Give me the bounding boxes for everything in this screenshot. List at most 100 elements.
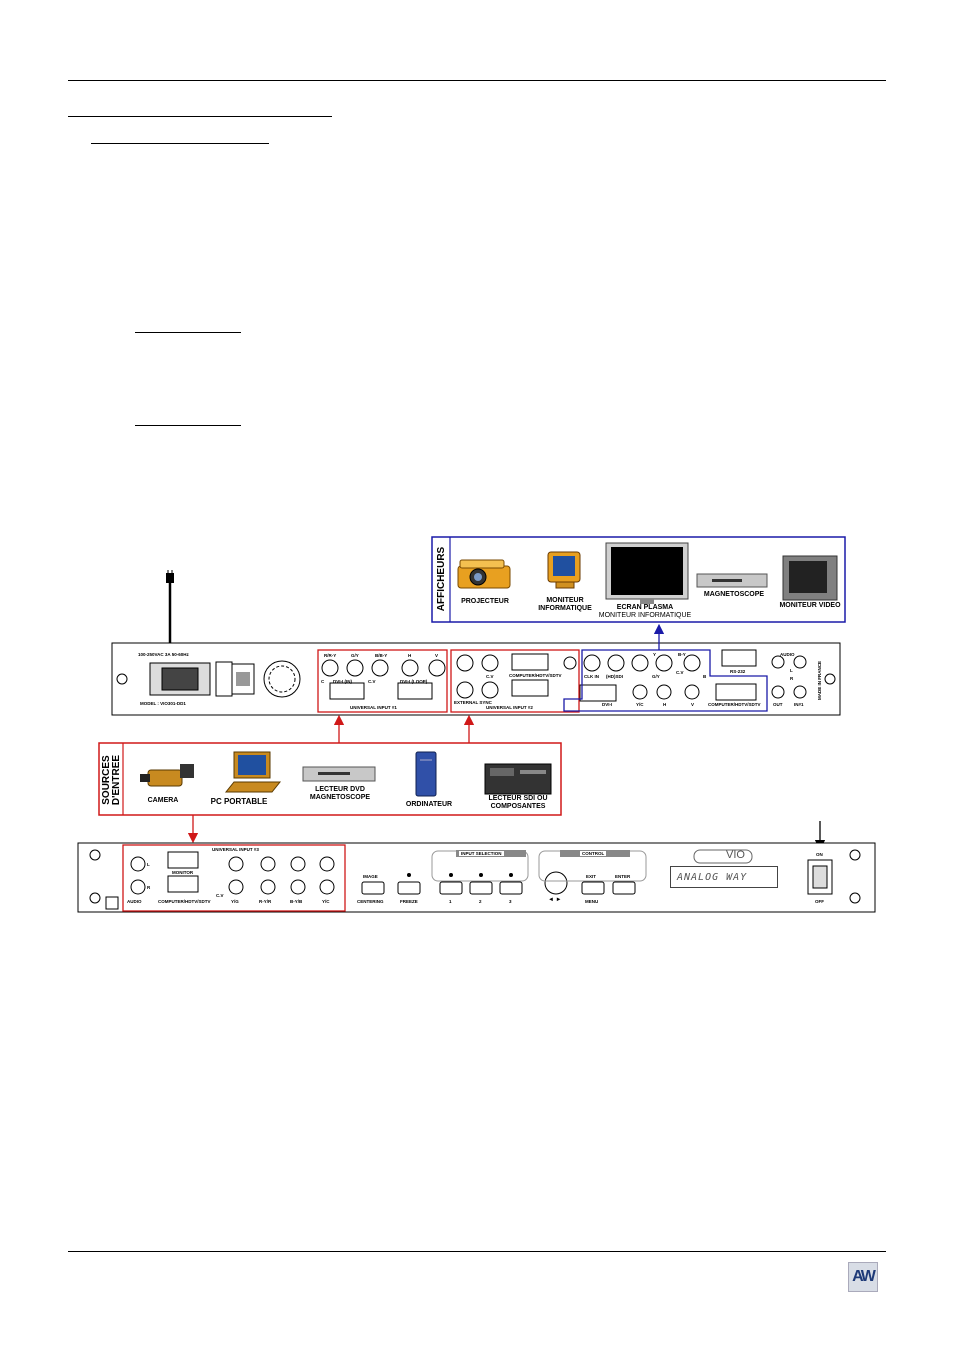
rear-output-gy: G/Y xyxy=(652,674,660,679)
front-off-label: OFF xyxy=(815,899,824,904)
rear-output-h: H xyxy=(663,702,667,707)
front-brand: VIO xyxy=(726,849,745,861)
sources-title-2: D'ENTREE xyxy=(111,754,122,806)
front-knob-label: ◄ ► xyxy=(548,897,562,903)
front-port-cv: C.V xyxy=(216,893,224,898)
display-label-plasma-2: MONITEUR INFORMATIQUE xyxy=(598,612,692,619)
image-centering-button[interactable] xyxy=(362,882,384,894)
source-label-dvd-1: LECTEUR DVD xyxy=(315,786,365,793)
rear-rs232-label: RS-232 xyxy=(730,669,746,674)
power-cable xyxy=(166,570,174,644)
front-input-btn-3-label: 3 xyxy=(509,899,512,904)
front-image-label: IMAGE xyxy=(363,874,378,879)
source-label-sdi-1: LECTEUR SDI OU xyxy=(488,795,548,802)
control-knob[interactable] xyxy=(545,872,567,894)
laptop-icon xyxy=(224,751,282,793)
rear-output-y: Y xyxy=(653,652,657,657)
dvd-player-icon xyxy=(302,766,376,782)
display-label-plasma-1: ECRAN PLASMA xyxy=(616,604,674,611)
rear-input1-sub-2: DVI-I (IN) xyxy=(333,679,352,684)
freeze-button[interactable] xyxy=(398,882,420,894)
display-label-monitor-1: MONITEUR xyxy=(546,597,584,604)
front-input-btn-1-label: 1 xyxy=(449,899,452,904)
rear-input2-port-3: EXTERNAL SYNC xyxy=(454,700,492,705)
exit-menu-button[interactable] xyxy=(582,882,604,894)
rear-input1-port-2: G/Y xyxy=(351,653,359,658)
rear-output-clkin: CLK IN xyxy=(584,674,599,679)
plasma-screen-icon xyxy=(605,542,689,604)
input1-frame xyxy=(317,649,448,713)
input3-frame xyxy=(122,844,346,912)
front-input3-label: UNIVERSAL INPUT #3 xyxy=(212,847,259,852)
rear-output-computer: COMPUTER/HDTV/SDTV xyxy=(708,702,761,707)
input-3-button[interactable] xyxy=(500,882,522,894)
display-label-video-monitor: MONITEUR VIDEO xyxy=(779,602,841,609)
source-label-camera: CAMERA xyxy=(147,797,179,804)
rear-input1-sub-4: DVI-I (LOOP) xyxy=(400,679,428,684)
front-centering-label: CENTERING xyxy=(357,899,384,904)
source-label-dvd-2: MAGNETOSCOPE xyxy=(309,794,371,801)
input-2-button[interactable] xyxy=(470,882,492,894)
heading-underline-4 xyxy=(135,425,241,426)
rear-audio-r: R xyxy=(790,676,794,681)
rear-power-label: 100-250VAC 3A 50-60Hz xyxy=(138,652,189,657)
rear-input1-port-5: V xyxy=(435,653,439,658)
front-lcd-display: ANALOG WAY xyxy=(670,866,778,888)
front-enter-label: ENTER xyxy=(615,874,631,879)
rear-output-yc: Y/C xyxy=(636,702,644,707)
display-label-monitor-2: INFORMATIQUE xyxy=(538,605,592,612)
video-monitor-icon xyxy=(782,555,838,601)
rear-input1-sub-1: C xyxy=(321,679,325,684)
rear-audio-in1: IN#1 xyxy=(794,702,804,707)
footer-rule xyxy=(68,1251,886,1252)
rear-output-sdi: (HD)SDI xyxy=(606,674,623,679)
outputs-frame xyxy=(563,649,768,712)
projector-icon xyxy=(457,559,511,589)
rear-panel xyxy=(111,642,841,716)
rear-output-dvi: DVI-I xyxy=(602,702,613,707)
front-exit-label: EXIT xyxy=(586,874,597,879)
rear-audio-l: L xyxy=(790,668,793,673)
header-rule xyxy=(68,80,886,81)
rear-model-label: MODEL : VIO301-DD1 xyxy=(140,701,186,706)
computer-monitor-icon xyxy=(547,551,581,589)
heading-underline-1 xyxy=(68,116,332,117)
enter-button[interactable] xyxy=(613,882,635,894)
display-label-vcr: MAGNETOSCOPE xyxy=(703,591,765,598)
source-label-computer: ORDINATEUR xyxy=(405,801,453,808)
displays-title: AFFICHEURS xyxy=(436,546,447,612)
rear-input1-sub-3: C.V xyxy=(368,679,376,684)
rear-input1-port-3: B/B-Y xyxy=(375,653,388,658)
rear-input1-label: UNIVERSAL INPUT #1 xyxy=(350,705,397,710)
company-logo: AW xyxy=(848,1262,878,1292)
front-freeze-label: FREEZE xyxy=(400,899,418,904)
rear-input2-label: UNIVERSAL INPUT #2 xyxy=(486,705,533,710)
front-port-computer: COMPUTER/HDTV/SDTV xyxy=(158,899,211,904)
front-menu-label: MENU xyxy=(585,899,599,904)
rear-input1-port-1: R/R-Y xyxy=(324,653,337,658)
input-1-button[interactable] xyxy=(440,882,462,894)
source-label-laptop: PC PORTABLE xyxy=(210,797,268,806)
front-port-ryr: R-Y/R xyxy=(259,899,272,904)
computer-tower-icon xyxy=(415,751,437,797)
front-monitor-label: MONITOR xyxy=(172,870,194,875)
source-label-sdi-2: COMPOSANTES xyxy=(490,803,546,810)
rear-output-cv: C.V xyxy=(676,670,684,675)
camera-icon xyxy=(140,764,194,787)
front-control-label: CONTROL xyxy=(580,851,607,856)
sdi-player-icon xyxy=(484,763,552,795)
front-on-label: ON xyxy=(816,852,823,857)
rear-input2-port-2: C.V xyxy=(486,674,494,679)
front-port-yg: Y/G xyxy=(231,899,239,904)
front-audio-r: R xyxy=(147,885,151,890)
front-port-byb: B-Y/B xyxy=(290,899,303,904)
rear-made-in: MADE IN FRANCE xyxy=(817,661,822,700)
rear-output-b: B xyxy=(703,674,707,679)
vcr-icon xyxy=(696,573,768,588)
rear-output-v: V xyxy=(691,702,695,707)
power-switch[interactable] xyxy=(808,860,832,894)
front-input-btn-2-label: 2 xyxy=(479,899,482,904)
front-port-audio: AUDIO xyxy=(127,899,142,904)
rear-audio-label: AUDIO xyxy=(780,652,795,657)
